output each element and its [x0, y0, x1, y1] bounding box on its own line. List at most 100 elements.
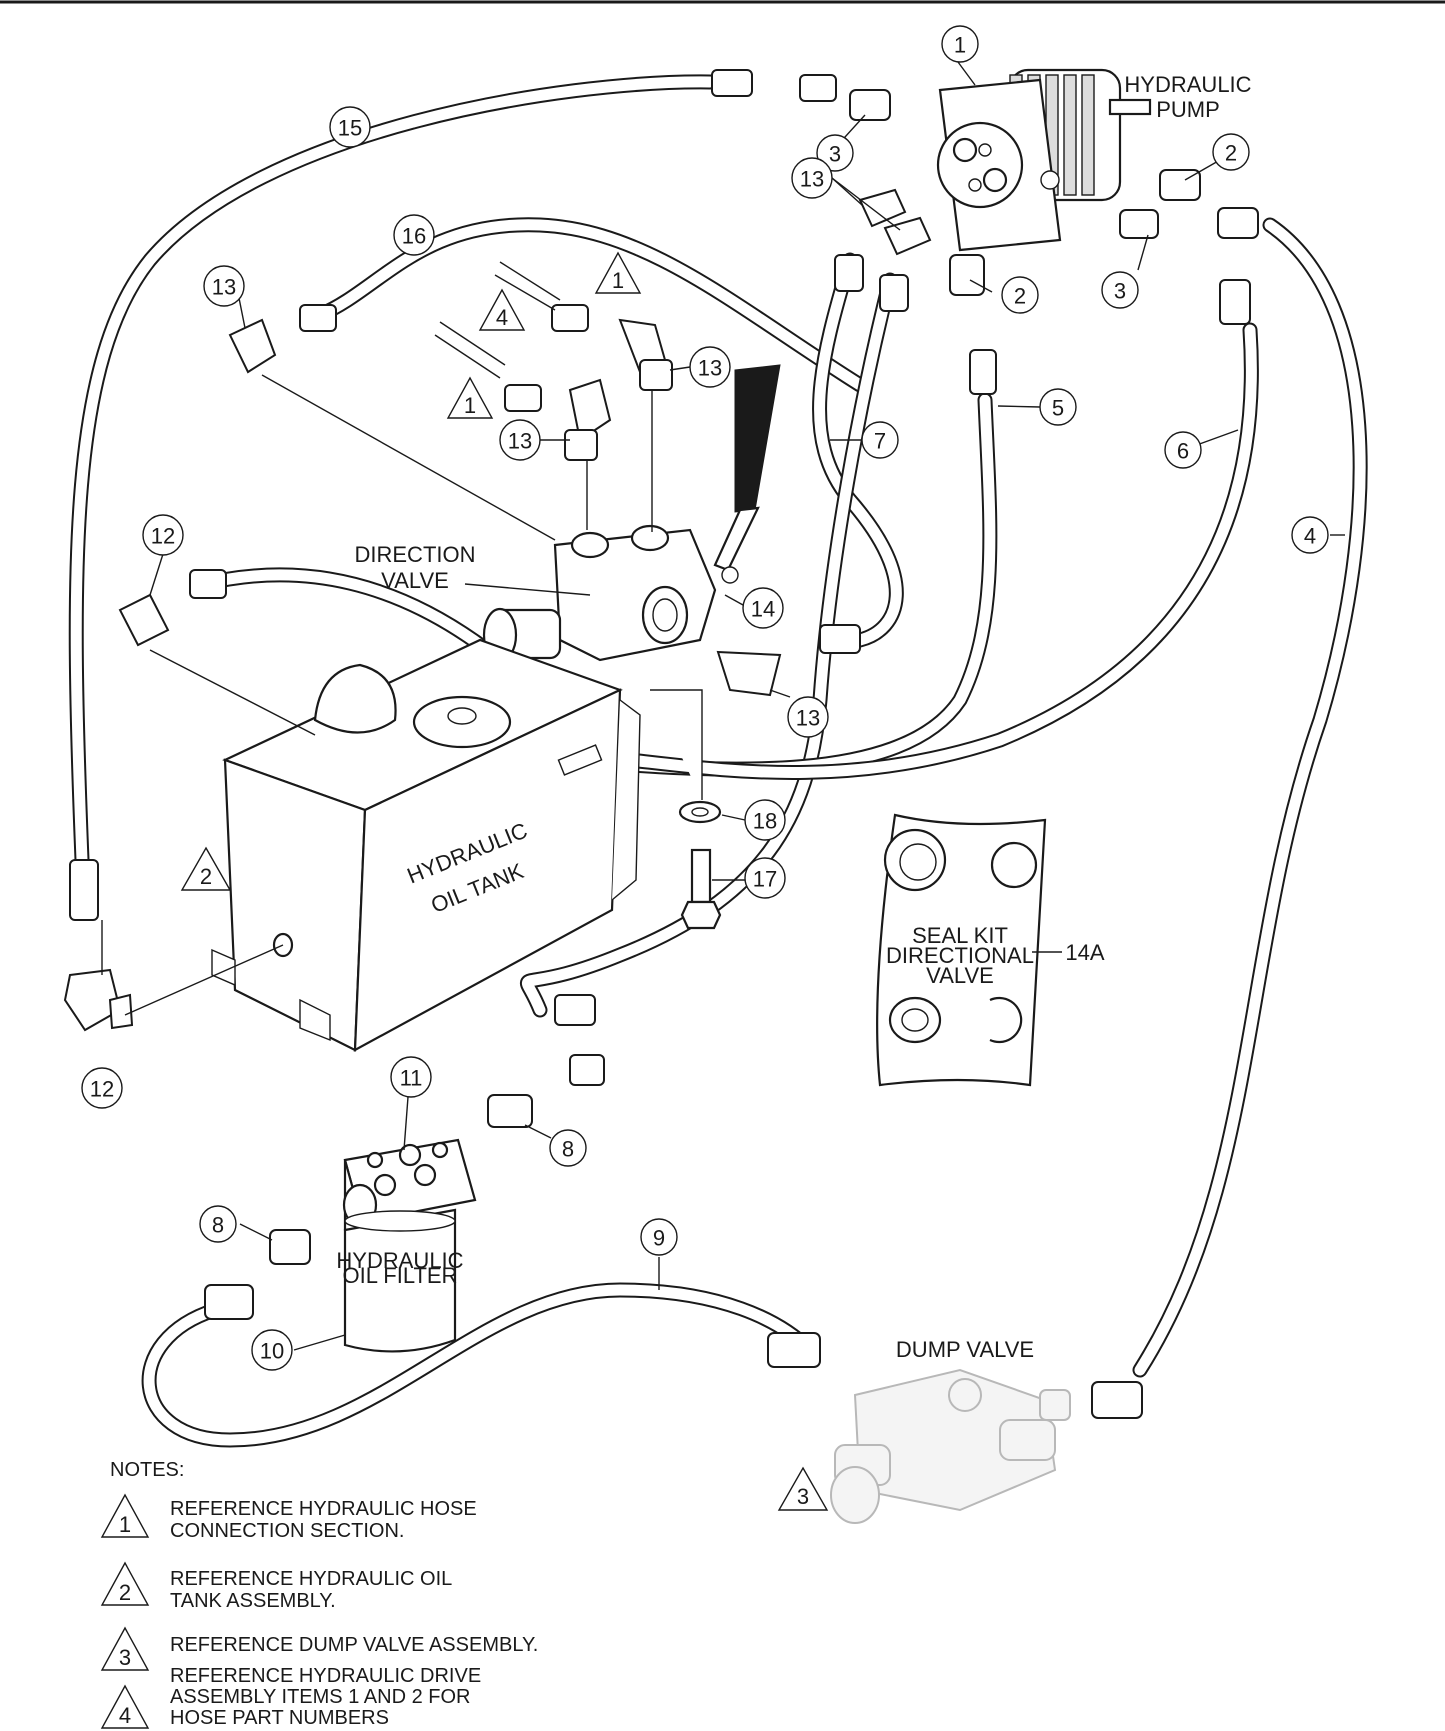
dump-valve	[830, 1368, 1071, 1524]
seal-kit-label: VALVE	[926, 963, 994, 988]
callout-6: 6	[1164, 431, 1202, 469]
hose-7-lower	[520, 272, 898, 1018]
hose-4	[1132, 217, 1368, 1378]
callout-4: 4	[1291, 516, 1329, 554]
svg-text:1: 1	[464, 393, 476, 418]
svg-text:15: 15	[338, 116, 362, 141]
leader-lines	[101, 61, 1345, 1351]
callout-12: 12	[142, 514, 184, 556]
svg-text:13: 13	[212, 275, 236, 300]
callouts: 1 2 2 3 3 4 5 6 7 8 8 9 10 11 12 12 13 1…	[81, 25, 1329, 1371]
svg-text:3: 3	[1114, 279, 1126, 304]
svg-text:13: 13	[698, 356, 722, 381]
svg-text:REFERENCE HYDRAULIC OIL: REFERENCE HYDRAULIC OIL	[170, 1568, 452, 1590]
svg-text:2: 2	[1225, 141, 1237, 166]
callout-18: 18	[744, 799, 786, 841]
note-2: 2 REFERENCE HYDRAULIC OIL TANK ASSEMBLY.	[100, 1561, 452, 1612]
callout-14: 14	[742, 587, 784, 629]
svg-text:9: 9	[653, 1226, 665, 1251]
svg-text:ASSEMBLY ITEMS 1 AND 2 FOR: ASSEMBLY ITEMS 1 AND 2 FOR	[170, 1686, 470, 1708]
svg-text:REFERENCE HYDRAULIC DRIVE: REFERENCE HYDRAULIC DRIVE	[170, 1665, 481, 1687]
svg-text:18: 18	[753, 809, 777, 834]
callout-2: 2	[1212, 133, 1250, 171]
callout-8: 8	[199, 1205, 237, 1243]
filter-label: HYDRAULIC	[336, 1248, 463, 1273]
note-3: 3 REFERENCE DUMP VALVE ASSEMBLY.	[100, 1626, 538, 1671]
svg-text:13: 13	[796, 706, 820, 731]
notes-heading: NOTES:	[110, 1459, 184, 1481]
svg-text:6: 6	[1177, 439, 1189, 464]
hydraulic-pump	[936, 68, 1152, 252]
svg-text:2: 2	[200, 864, 212, 889]
callout-8: 8	[549, 1129, 587, 1167]
filter-fittings	[204, 1094, 1143, 1419]
callout-13: 13	[689, 346, 731, 388]
callout-5: 5	[1039, 388, 1077, 426]
svg-text:11: 11	[400, 1066, 423, 1091]
callout-10: 10	[251, 1329, 293, 1371]
svg-text:12: 12	[90, 1077, 114, 1102]
svg-text:4: 4	[1304, 524, 1316, 549]
callout-13: 13	[203, 265, 245, 307]
svg-text:3: 3	[829, 142, 841, 167]
hydraulic-pump-label: HYDRAULIC	[1124, 72, 1251, 97]
callout-13: 13	[499, 419, 541, 461]
direction-valve-label: VALVE	[381, 568, 449, 593]
svg-text:8: 8	[562, 1137, 574, 1162]
svg-text:17: 17	[753, 867, 777, 892]
callout-9: 9	[640, 1218, 678, 1256]
svg-text:REFERENCE HYDRAULIC HOSE: REFERENCE HYDRAULIC HOSE	[170, 1498, 477, 1520]
hose-12-upper	[192, 567, 508, 668]
ref-triangle-2: 2	[180, 846, 232, 891]
callout-13: 13	[787, 696, 829, 738]
svg-text:4: 4	[496, 305, 508, 330]
seal-kit-label: DIRECTIONAL	[886, 943, 1034, 968]
ref-triangle-1: 1	[446, 376, 494, 419]
svg-text:13: 13	[800, 167, 824, 192]
svg-text:CONNECTION SECTION.: CONNECTION SECTION.	[170, 1520, 404, 1542]
bolt-and-washer	[650, 689, 722, 930]
svg-text:4: 4	[119, 1703, 131, 1728]
ref-triangle-1: 1	[594, 251, 642, 294]
ref-triangle-4: 4	[478, 288, 526, 331]
callout-3: 3	[816, 134, 854, 172]
hose-15	[68, 74, 718, 868]
svg-text:3: 3	[797, 1484, 809, 1509]
hose-16	[312, 217, 868, 393]
svg-text:2: 2	[119, 1580, 131, 1605]
svg-text:16: 16	[402, 224, 426, 249]
svg-text:1: 1	[954, 33, 966, 58]
hose-6	[622, 322, 1259, 780]
svg-text:8: 8	[212, 1213, 224, 1238]
seal-kit-label: SEAL KIT	[912, 923, 1008, 948]
svg-text:HOSE PART NUMBERS: HOSE PART NUMBERS	[170, 1707, 389, 1729]
svg-text:REFERENCE DUMP VALVE ASSEMBLY.: REFERENCE DUMP VALVE ASSEMBLY.	[170, 1634, 538, 1656]
hydraulic-oil-filter	[342, 1138, 477, 1353]
hydraulic-oil-tank	[211, 638, 641, 1052]
hose-9	[141, 1282, 818, 1448]
direction-valve-fittings	[118, 304, 861, 697]
callout-7: 7	[861, 421, 899, 459]
callout-11: 11	[390, 1056, 432, 1098]
callout-13: 13	[791, 157, 833, 199]
svg-text:5: 5	[1052, 396, 1064, 421]
reference-triangles: 1 4 1 2 3	[180, 251, 829, 1511]
note-1: 1 REFERENCE HYDRAULIC HOSE CONNECTION SE…	[100, 1493, 477, 1542]
notes: NOTES: 1 REFERENCE HYDRAULIC HOSE CONNEC…	[100, 1459, 538, 1729]
callout-15: 15	[329, 106, 371, 148]
hydraulic-pump-label: PUMP	[1156, 97, 1220, 122]
callout-1: 1	[941, 25, 979, 63]
callout-17: 17	[744, 857, 786, 899]
svg-text:10: 10	[260, 1339, 284, 1364]
filter-label: OIL FILTER	[343, 1263, 458, 1288]
callout-16: 16	[393, 214, 435, 256]
callout-3: 3	[1101, 271, 1139, 309]
svg-text:14: 14	[751, 597, 775, 622]
callout-12: 12	[81, 1067, 123, 1109]
svg-text:2: 2	[1014, 284, 1026, 309]
reference-hoses	[434, 261, 561, 379]
svg-text:12: 12	[151, 524, 175, 549]
hoses	[68, 74, 1368, 1448]
svg-text:3: 3	[119, 1645, 131, 1670]
